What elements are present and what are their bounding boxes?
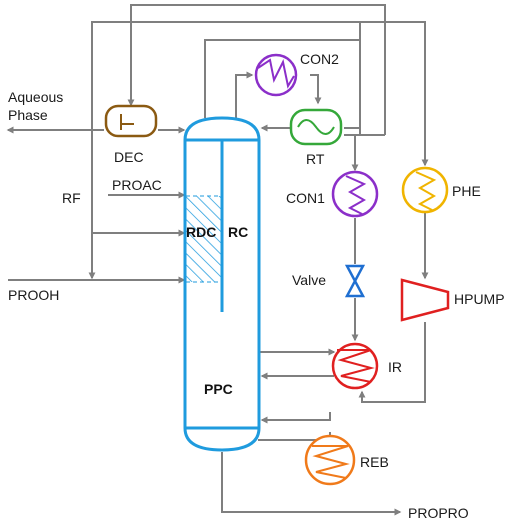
distillation-column <box>183 116 261 452</box>
label-reb: REB <box>360 454 389 470</box>
label-aqueous-phase-1: Aqueous <box>8 89 63 105</box>
con1-zigzag <box>345 175 367 215</box>
label-ppc: PPC <box>204 381 233 397</box>
label-rc: RC <box>228 224 248 240</box>
heat-exchanger-ir <box>331 342 379 390</box>
label-ir: IR <box>388 359 402 375</box>
label-propro: PROPRO <box>408 505 469 521</box>
condenser-con2 <box>254 53 298 97</box>
label-valve: Valve <box>292 272 326 288</box>
label-proac: PROAC <box>112 177 162 193</box>
decanter-dec <box>104 104 158 138</box>
label-hpump: HPUMP <box>454 291 505 307</box>
pipe-reb-to-column <box>260 412 331 424</box>
label-rdc: RDC <box>186 224 216 240</box>
phe-zigzag <box>415 171 437 211</box>
label-aqueous-phase-2: Phase <box>8 107 48 123</box>
pipe-column-to-con2 <box>235 71 254 118</box>
label-rf: RF <box>62 190 81 206</box>
con2-zigzag <box>257 58 295 89</box>
label-dec: DEC <box>114 149 144 165</box>
label-phe: PHE <box>452 183 481 199</box>
pipe-hpump-to-ir <box>358 322 426 403</box>
label-rt: RT <box>306 151 325 167</box>
reboiler-reb <box>304 434 356 486</box>
pipe-rt-outlet <box>344 127 361 135</box>
valve <box>344 264 366 298</box>
reactor-rt <box>289 108 343 146</box>
preheater-phe <box>401 166 449 214</box>
rt-wave <box>297 119 335 135</box>
pipe-column-top-left <box>204 39 360 118</box>
labels: Aqueous Phase DEC RF PROAC PROOH RDC RC … <box>8 51 505 521</box>
label-prooh: PROOH <box>8 287 59 303</box>
pipe-to-phe <box>91 21 361 270</box>
decanter-icon <box>104 104 158 138</box>
pipe-propro <box>221 452 402 516</box>
label-con1: CON1 <box>286 190 325 206</box>
pipe-con2-to-rt <box>310 74 322 105</box>
ir-zigzag <box>337 349 375 383</box>
hpump <box>400 278 450 322</box>
pipe-top-loop-to-dec <box>127 4 386 135</box>
valve-icon <box>344 264 366 298</box>
reb-zigzag <box>312 445 350 479</box>
label-con2: CON2 <box>300 51 339 67</box>
condenser-con1 <box>331 170 379 218</box>
compressor-icon <box>400 278 450 322</box>
rdc-hatch-section <box>185 195 223 283</box>
pipe-to-phe-right <box>360 21 429 167</box>
